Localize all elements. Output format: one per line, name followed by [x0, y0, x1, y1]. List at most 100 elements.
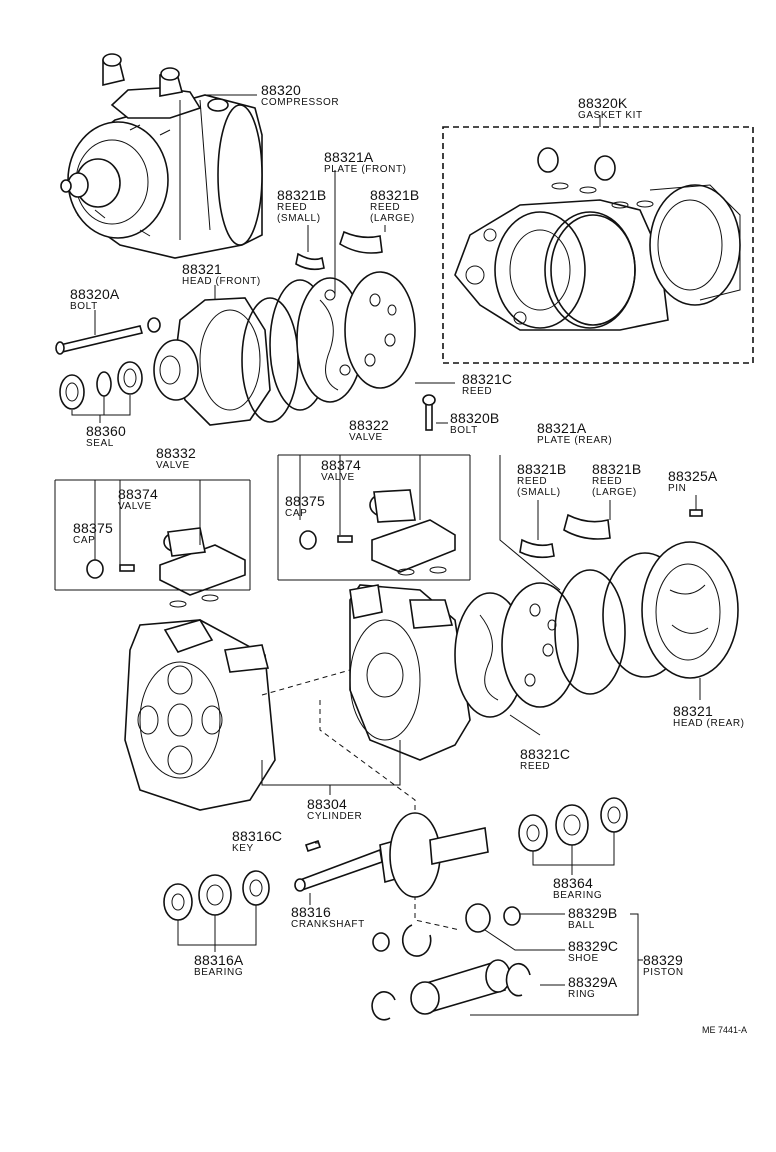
- part-name: VALVE: [321, 472, 355, 483]
- ring-left-illustration: [371, 991, 396, 1021]
- callout-head-front: 88321 HEAD (FRONT): [182, 262, 261, 287]
- part-name: REED: [462, 386, 493, 397]
- diagram-code: ME 7441-A: [702, 1025, 748, 1035]
- callout-cap-right: 88375 CAP: [285, 494, 325, 519]
- part-name: CAP: [285, 508, 308, 519]
- callout-gasket-kit: 88320K GASKET KIT: [578, 96, 643, 121]
- reed-small-front-illustration: [295, 252, 325, 271]
- callout-compressor: 88320 COMPRESSOR: [261, 83, 339, 108]
- part-name: BOLT: [450, 425, 478, 436]
- part-name: REED: [592, 476, 623, 487]
- part-number: 88320K: [578, 95, 628, 111]
- plate-rear-illustration: [501, 582, 579, 708]
- part-number: 88332: [156, 445, 196, 461]
- shoe-left-illustration: [401, 924, 432, 957]
- part-name: REED: [517, 476, 548, 487]
- part-name: REED: [370, 202, 401, 213]
- part-name: VALVE: [156, 460, 190, 471]
- part-number: 88329A: [568, 974, 618, 990]
- callout-seal: 88360 SEAL: [86, 424, 126, 449]
- shoe-illustration: [465, 903, 491, 933]
- part-number: 88320A: [70, 286, 120, 302]
- gasket-kit-parts: [454, 147, 741, 331]
- callout-ball: 88329B BALL: [568, 906, 617, 931]
- callout-valve-inner-right: 88374 VALVE: [321, 458, 361, 483]
- callout-reed-large-front: 88321B REED (LARGE): [370, 188, 419, 224]
- part-number: 88329B: [568, 905, 618, 921]
- part-number: 88316C: [232, 828, 283, 844]
- part-name: COMPRESSOR: [261, 97, 340, 108]
- callout-cap-left: 88375 CAP: [73, 521, 113, 546]
- part-number: 88321B: [517, 461, 567, 477]
- part-name: PIN: [668, 483, 687, 494]
- callout-valve-right: 88322 VALVE: [349, 418, 389, 443]
- part-name: VALVE: [118, 501, 152, 512]
- bearing-left-illustration: [163, 870, 270, 921]
- ball-left-illustration: [372, 932, 390, 952]
- part-number: 88321: [673, 703, 713, 719]
- valve-right-illustration: [299, 489, 456, 576]
- callout-bolt-short: 88320B BOLT: [450, 411, 499, 436]
- callout-head-rear: 88321 HEAD (REAR): [673, 704, 745, 729]
- callout-cylinder: 88304 CYLINDER: [307, 797, 362, 822]
- part-name: PLATE (REAR): [537, 435, 613, 446]
- callout-key: 88316C KEY: [232, 829, 282, 854]
- part-number: 88321: [182, 261, 222, 277]
- part-name: REED: [277, 202, 308, 213]
- bearing-right-illustration: [518, 797, 628, 852]
- part-number: 88374: [321, 457, 361, 473]
- part-name: BEARING: [553, 890, 603, 901]
- callout-reed-small-front: 88321B REED (SMALL): [277, 188, 326, 224]
- part-name: SEAL: [86, 438, 114, 449]
- head-front-illustration: [153, 297, 271, 426]
- part-number: 88320: [261, 82, 301, 98]
- part-number: 88360: [86, 423, 126, 439]
- cylinder-right-illustration: [349, 584, 471, 761]
- part-number: 88375: [73, 520, 113, 536]
- part-number: 88320B: [450, 410, 500, 426]
- callout-plate-rear: 88321A PLATE (REAR): [537, 421, 612, 446]
- part-name-qualifier: (LARGE): [592, 487, 637, 498]
- reed-small-rear-illustration: [519, 538, 555, 559]
- callout-crankshaft: 88316 CRANKSHAFT: [291, 905, 365, 930]
- part-name: SHOE: [568, 953, 599, 964]
- callout-bearing-left: 88316A BEARING: [194, 953, 243, 978]
- callout-shoe: 88329C SHOE: [568, 939, 618, 964]
- part-number: 88321C: [462, 371, 513, 387]
- part-number: 88375: [285, 493, 325, 509]
- callout-piston: 88329 PISTON: [643, 953, 684, 978]
- part-number: 88316: [291, 904, 331, 920]
- callout-ring: 88329A RING: [568, 975, 617, 1000]
- callout-reed-rear: 88321C REED: [520, 747, 570, 772]
- callout-pin: 88325A PIN: [668, 469, 717, 494]
- part-number: 88329C: [568, 938, 619, 954]
- valve-left-illustration: [86, 527, 246, 608]
- callout-reed-front: 88321C REED: [462, 372, 512, 397]
- ring-illustration: [505, 962, 531, 997]
- part-name: BOLT: [70, 301, 98, 312]
- part-number: 88316A: [194, 952, 244, 968]
- leader-lines: [54, 94, 701, 1016]
- part-number: 88374: [118, 486, 158, 502]
- bolt-short-illustration: [422, 394, 436, 431]
- part-name: GASKET KIT: [578, 110, 643, 121]
- part-name: KEY: [232, 843, 254, 854]
- part-name: HEAD (REAR): [673, 718, 745, 729]
- plate-rear-gasket: [554, 569, 626, 695]
- ball-illustration: [503, 906, 521, 926]
- part-number: 88321B: [370, 187, 420, 203]
- part-name: HEAD (FRONT): [182, 276, 261, 287]
- reed-large-front-illustration: [339, 230, 383, 254]
- part-number: 88321C: [520, 746, 571, 762]
- pin-illustration: [689, 509, 703, 517]
- part-name: VALVE: [349, 432, 383, 443]
- bolt-long-illustration: [55, 317, 161, 355]
- callout-plate-front: 88321A PLATE (FRONT): [324, 150, 407, 175]
- part-name: REED: [520, 761, 551, 772]
- part-name: RING: [568, 989, 596, 1000]
- callout-reed-large-rear: 88321B REED (LARGE): [592, 462, 641, 498]
- part-number: 88322: [349, 417, 389, 433]
- part-number: 88321B: [592, 461, 642, 477]
